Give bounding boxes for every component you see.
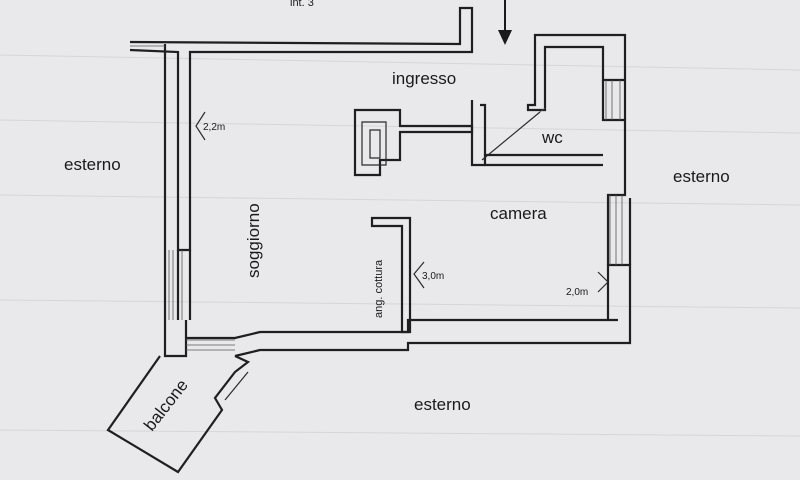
- window-marks: [130, 45, 623, 351]
- outside-label-left: esterno: [64, 155, 121, 174]
- kitchen-wall: [370, 216, 412, 334]
- height-label-soggiorno: 2,2m: [203, 122, 225, 133]
- room-label-camera: camera: [490, 204, 547, 223]
- flue-element: [353, 108, 474, 177]
- room-label-balcone: balcone: [140, 376, 192, 435]
- room-label-soggiorno: soggiorno: [244, 203, 263, 278]
- height-label-camera: 2,0m: [566, 287, 588, 298]
- outer-walls: [129, 6, 632, 358]
- paper-lines: [0, 54, 800, 437]
- height-markers: [195, 111, 609, 293]
- entrance-arrow-icon: [498, 0, 512, 45]
- room-label-wc: wc: [541, 128, 563, 147]
- balcony: [106, 355, 251, 474]
- room-label-ang-cottura: ang. cottura: [373, 259, 385, 318]
- outside-label-bottom: esterno: [414, 395, 471, 414]
- header-label: int. 3: [290, 0, 314, 9]
- wc-door: [481, 107, 546, 161]
- outside-label-right: esterno: [673, 167, 730, 186]
- height-label-ang-cottura: 3,0m: [422, 271, 444, 282]
- room-label-ingresso: ingresso: [392, 69, 456, 88]
